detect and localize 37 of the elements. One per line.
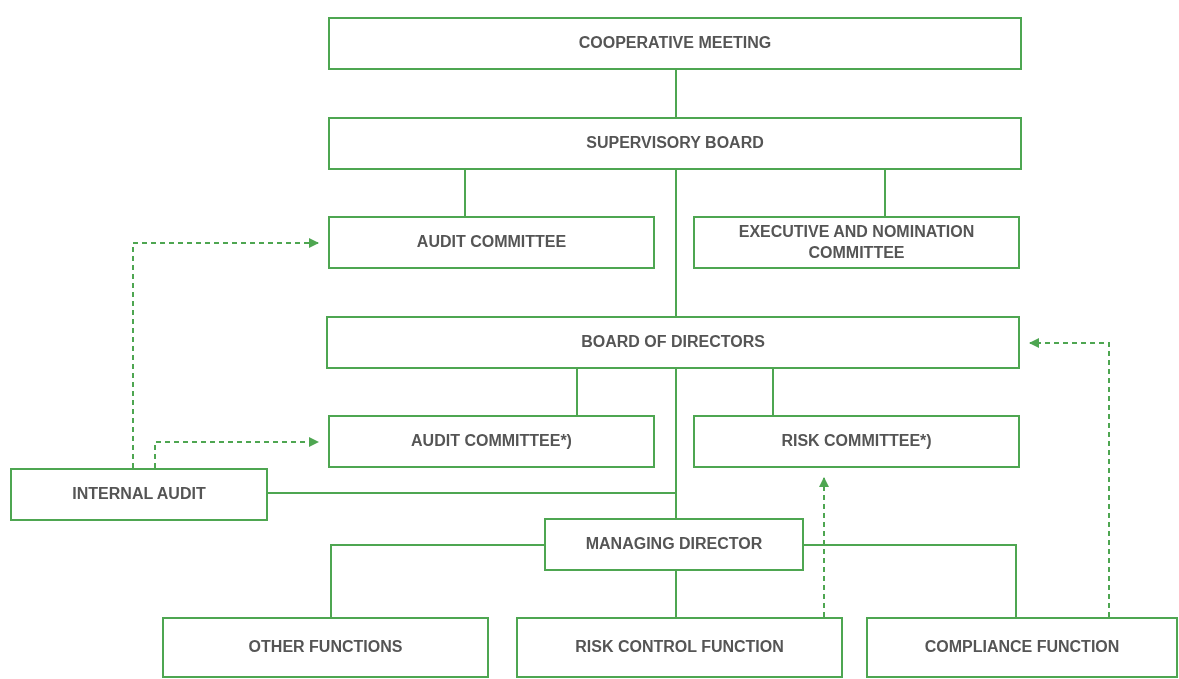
connector-line (884, 169, 886, 217)
arrow (819, 477, 829, 618)
box-label: RISK CONTROL FUNCTION (575, 637, 784, 658)
box-label: COOPERATIVE MEETING (578, 33, 772, 54)
connector-line (803, 544, 1017, 618)
box-label: MANAGING DIRECTOR (585, 534, 763, 555)
org-box (10, 468, 268, 521)
box-label: AUDIT COMMITTEE (416, 232, 567, 253)
org-box (328, 17, 1022, 70)
org-box (693, 415, 1020, 468)
org-box (328, 117, 1022, 170)
connector-line (675, 169, 677, 317)
arrow (154, 437, 319, 469)
connector-line (576, 368, 578, 416)
arrow (132, 238, 319, 469)
box-label: SUPERVISORY BOARD (586, 133, 764, 154)
box-label: INTERNAL AUDIT (72, 484, 206, 505)
connector-line (675, 570, 677, 618)
org-box (516, 617, 843, 678)
org-box (866, 617, 1178, 678)
box-label: EXECUTIVE AND NOMINATION COMMITTEE (737, 221, 976, 263)
org-box (326, 316, 1020, 369)
box-label: RISK COMMITTEE*) (781, 431, 932, 452)
org-box (328, 216, 655, 269)
connector-line (330, 544, 545, 618)
arrow (1029, 338, 1110, 618)
connector-line (464, 169, 466, 217)
connector-line (675, 69, 677, 118)
connector-line (772, 368, 774, 416)
box-label: BOARD OF DIRECTORS (581, 332, 765, 353)
org-box (693, 216, 1020, 269)
box-label: COMPLIANCE FUNCTION (924, 637, 1120, 658)
org-box (162, 617, 489, 678)
box-label: AUDIT COMMITTEE*) (411, 431, 572, 452)
box-label: OTHER FUNCTIONS (248, 637, 403, 658)
org-box (328, 415, 655, 468)
org-box (544, 518, 804, 571)
